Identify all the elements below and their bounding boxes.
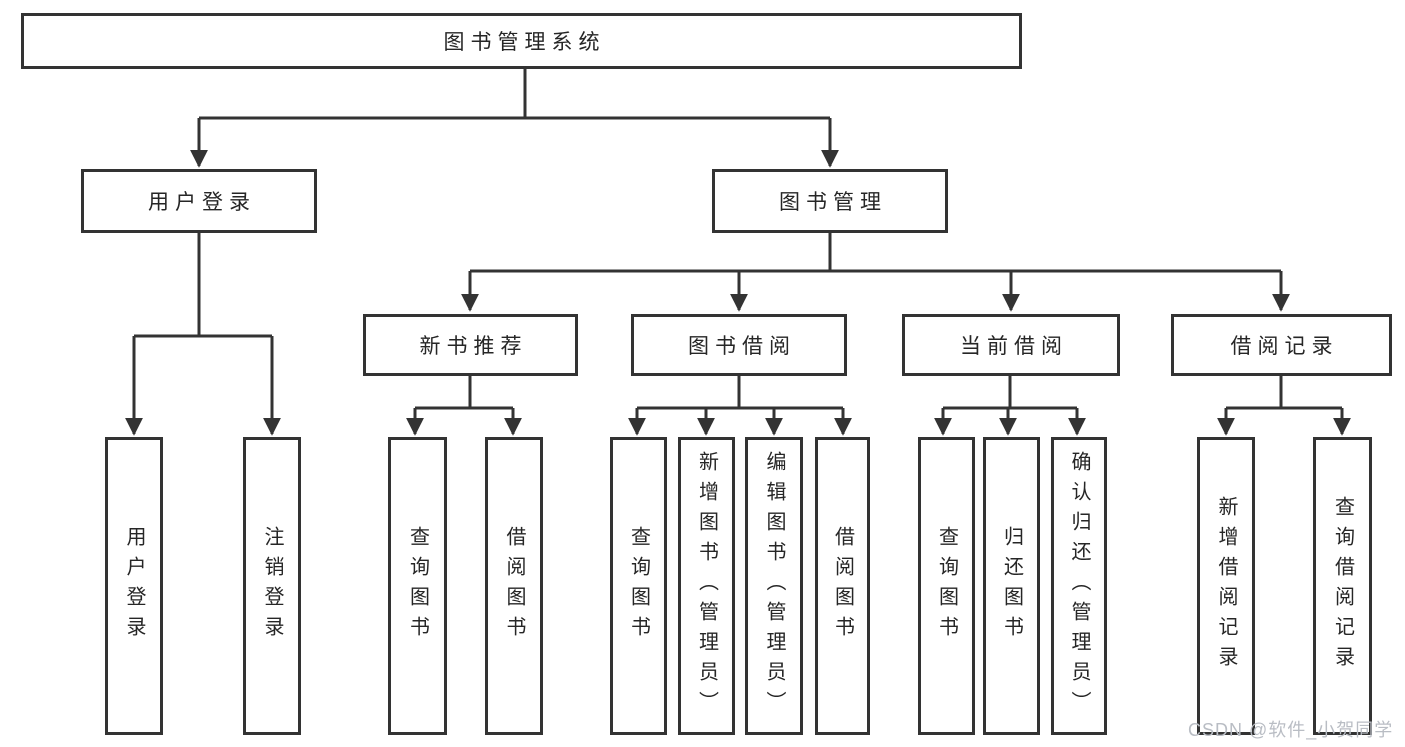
leaf-borrow-books: 借阅图书 (815, 437, 870, 735)
leaf-query-books-recommend: 查询图书 (388, 437, 447, 735)
node-new-book-recommend: 新书推荐 (363, 314, 578, 376)
leaf-borrow-books-recommend: 借阅图书 (485, 437, 543, 735)
watermark: CSDN @软件_小贺同学 (1188, 720, 1394, 740)
node-book-management: 图书管理 (712, 169, 948, 233)
leaf-user-login: 用户登录 (105, 437, 163, 735)
node-user-login: 用户登录 (81, 169, 317, 233)
node-library-management-system: 图书管理系统 (21, 13, 1022, 69)
node-borrow-records: 借阅记录 (1171, 314, 1392, 376)
leaf-return-book: 归还图书 (983, 437, 1040, 735)
leaf-query-borrow-record: 查询借阅记录 (1313, 437, 1372, 735)
leaf-edit-book-admin: 编辑图书（管理员） (745, 437, 803, 735)
leaf-logout: 注销登录 (243, 437, 301, 735)
node-current-borrow: 当前借阅 (902, 314, 1120, 376)
leaf-confirm-return-admin: 确认归还（管理员） (1051, 437, 1107, 735)
leaf-query-books-borrow: 查询图书 (610, 437, 667, 735)
leaf-query-books-current: 查询图书 (918, 437, 975, 735)
node-book-borrow: 图书借阅 (631, 314, 847, 376)
leaf-add-book-admin: 新增图书（管理员） (678, 437, 735, 735)
leaf-add-borrow-record: 新增借阅记录 (1197, 437, 1255, 735)
